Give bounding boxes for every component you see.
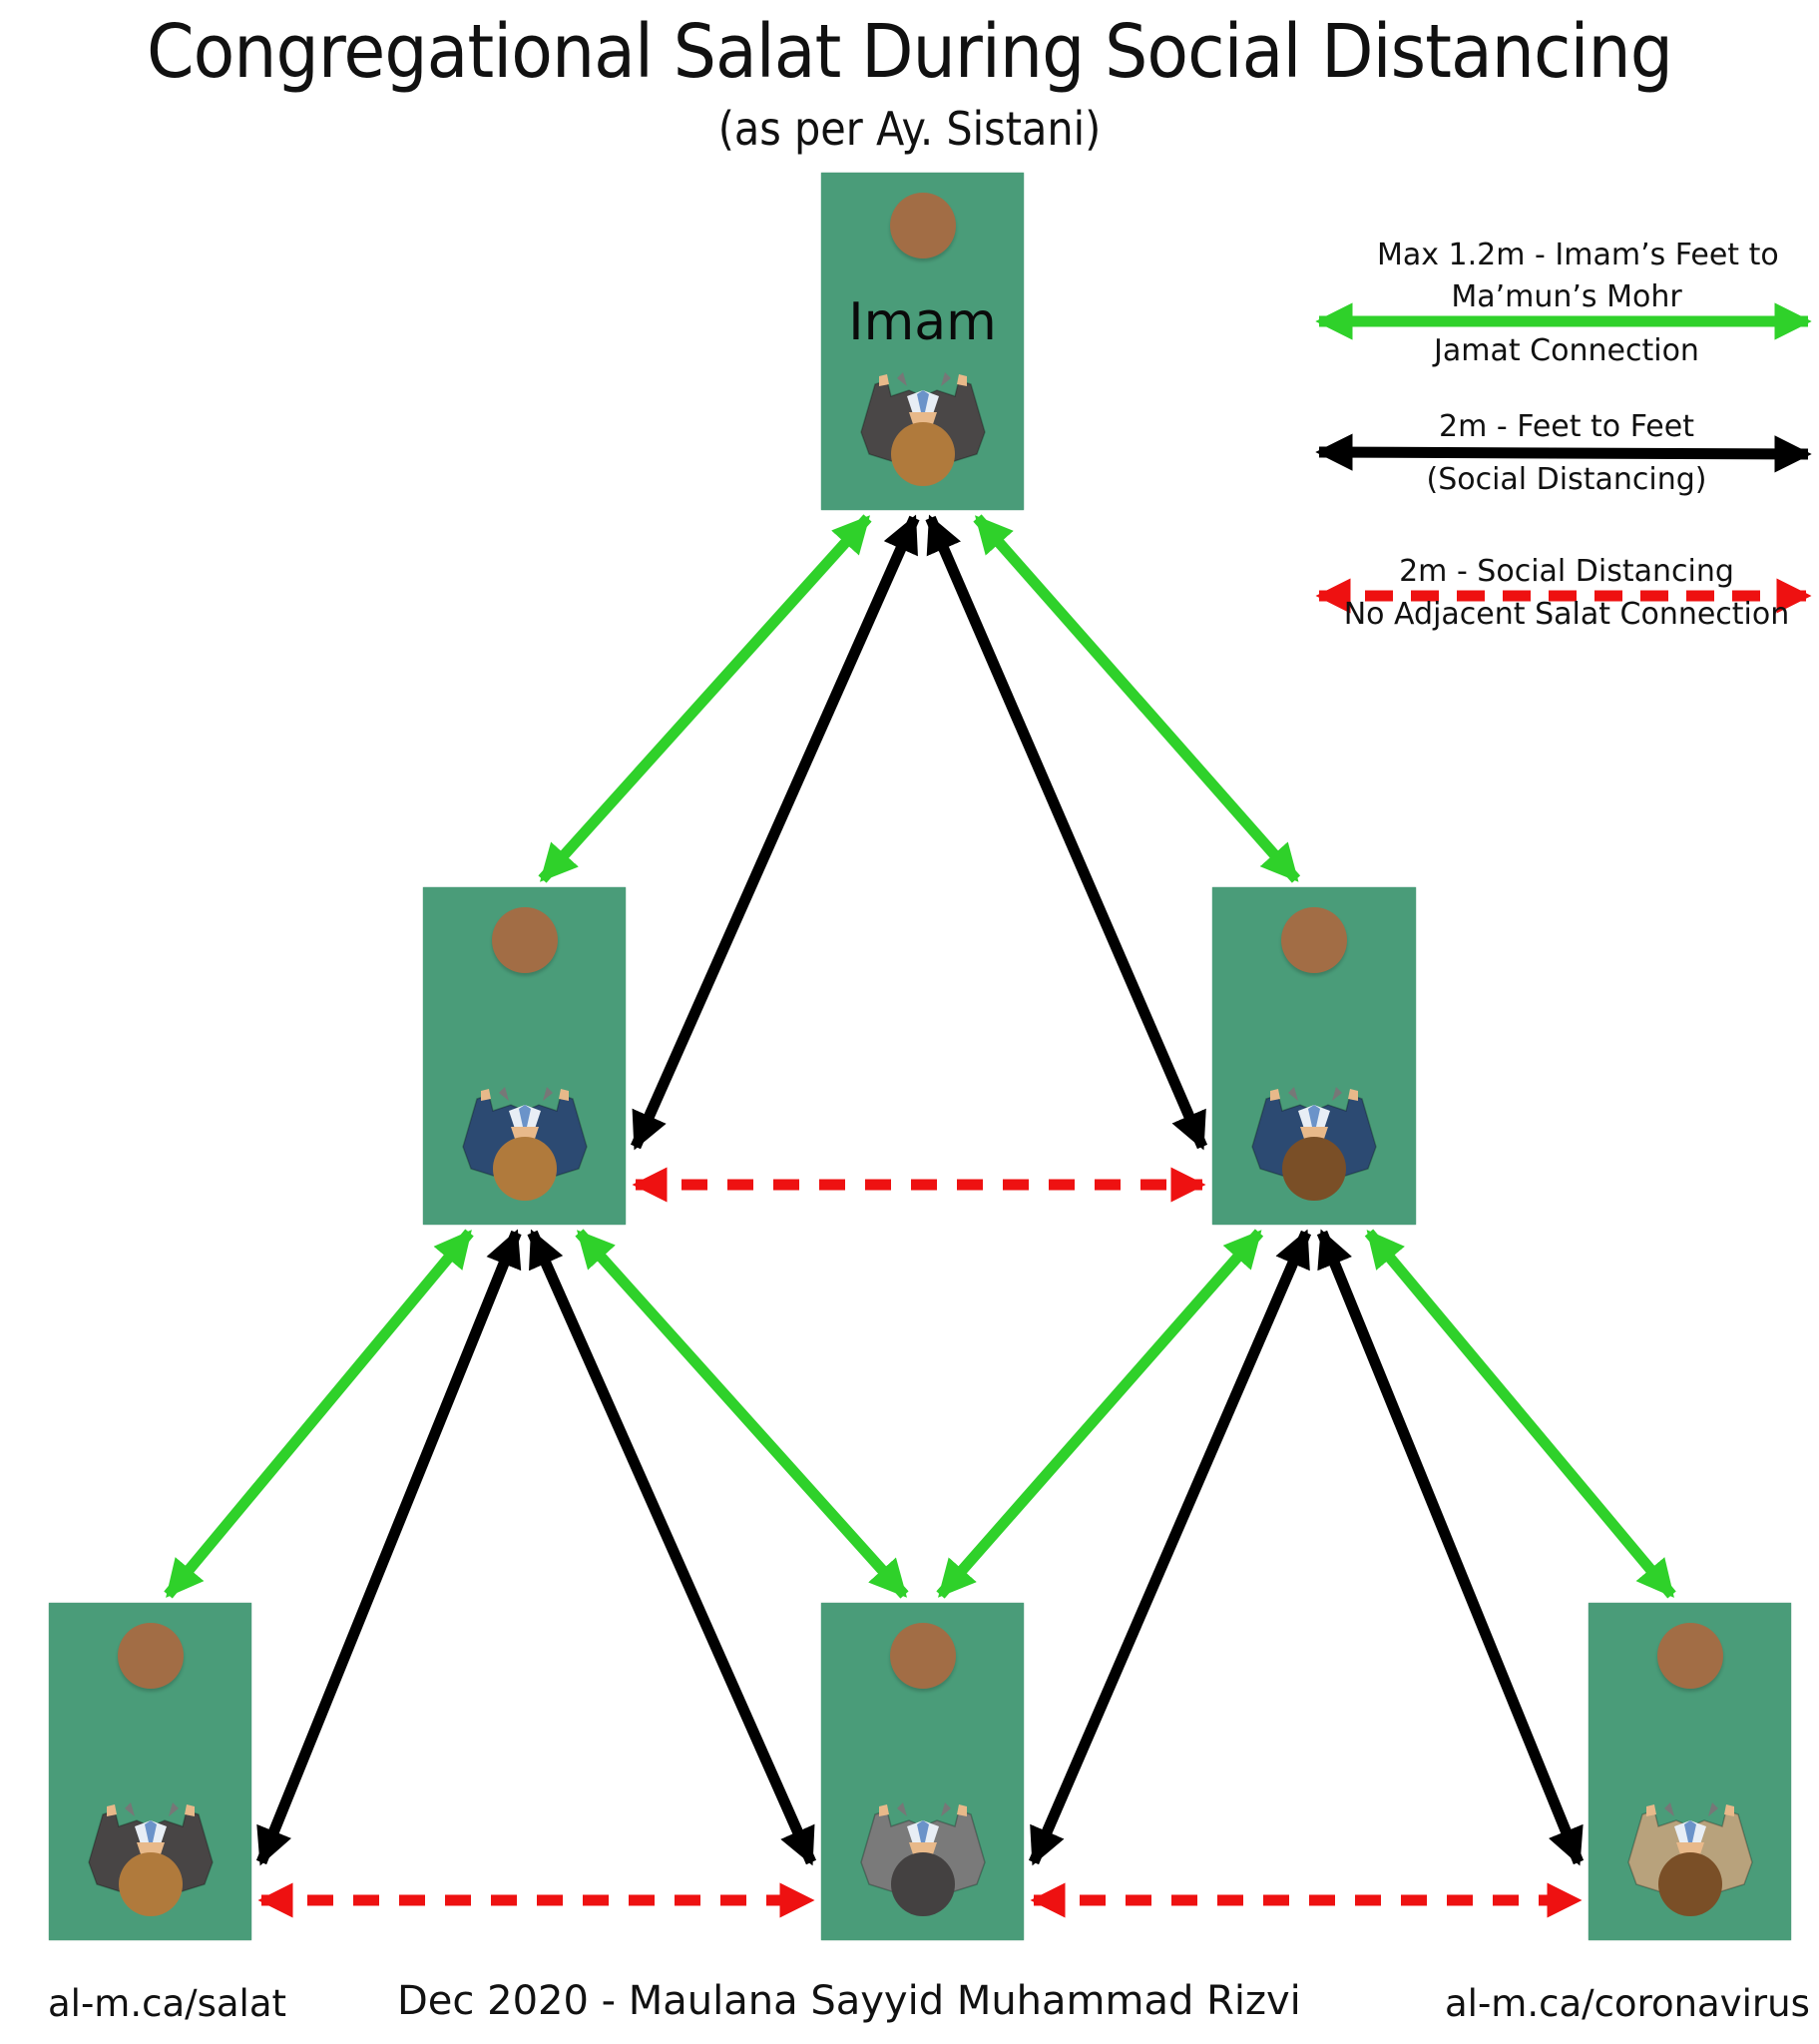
imam-label: Imam (848, 292, 997, 352)
black-arrow-mid-right-to-bottom-right (1316, 1229, 1585, 1866)
legend-green-label-bottom: Jamat Connection (1434, 333, 1699, 368)
worshipper-icon (87, 1802, 214, 1916)
mohr-stone-icon (491, 907, 558, 973)
green-arrow-imam-to-mid-right (973, 514, 1301, 883)
black-arrow-imam-to-mid-left (630, 514, 920, 1151)
green-arrow-mid-left-to-bottom-left (164, 1229, 474, 1599)
green-arrow-mid-left-to-bottom-mid (575, 1229, 909, 1599)
legend-green-label-line2: Ma’mun’s Mohr (1451, 279, 1682, 314)
legend-black-arrow (1315, 433, 1812, 473)
green-arrow-imam-to-mid-left (538, 514, 872, 883)
legend-green-label-line1: Max 1.2m - Imam’s Feet to (1377, 238, 1779, 272)
prayer-mat-imam: Imam (821, 173, 1024, 510)
legend-red-label-bottom: No Adjacent Salat Connection (1343, 597, 1790, 632)
prayer-mat-mid-right (1212, 887, 1416, 1225)
diagram-title: Congregational Salat During Social Dista… (146, 9, 1673, 95)
footer-link-coronavirus[interactable]: al-m.ca/coronavirus (1445, 1982, 1810, 2025)
prayer-mat-bottom-left (49, 1603, 251, 1940)
green-arrow-mid-right-to-bottom-right (1364, 1229, 1676, 1599)
mohr-stone-icon (1656, 1623, 1723, 1689)
prayer-mat-bottom-right (1589, 1603, 1791, 1940)
green-arrow-mid-right-to-bottom-mid (936, 1229, 1264, 1599)
prayer-mat-bottom-mid (821, 1603, 1024, 1940)
mohr-stone-icon (1281, 907, 1347, 973)
worshipper-icon (1626, 1802, 1753, 1916)
black-arrow-mid-left-to-bottom-left (255, 1229, 522, 1866)
mohr-stone-icon (117, 1623, 184, 1689)
worshipper-icon (859, 372, 986, 486)
black-arrow-imam-to-mid-right (925, 514, 1208, 1151)
prayer-mat-mid-left (423, 887, 626, 1225)
mohr-stone-icon (889, 193, 956, 258)
legend-black-label-top: 2m - Feet to Feet (1439, 409, 1694, 444)
legend-black-label-bottom: (Social Distancing) (1426, 462, 1707, 497)
black-arrow-mid-left-to-bottom-mid (527, 1229, 817, 1866)
worshipper-icon (461, 1087, 588, 1201)
legend-red-label-top: 2m - Social Distancing (1399, 554, 1734, 589)
diagram-subtitle: (as per Ay. Sistani) (717, 102, 1102, 156)
worshipper-icon (1251, 1087, 1377, 1201)
black-arrow-mid-right-to-bottom-mid (1028, 1229, 1312, 1866)
footer-link-salat[interactable]: al-m.ca/salat (48, 1982, 287, 2025)
worshipper-icon (859, 1802, 986, 1916)
mohr-stone-icon (889, 1623, 956, 1689)
footer-credit: Dec 2020 - Maulana Sayyid Muhammad Rizvi (397, 1978, 1301, 2024)
